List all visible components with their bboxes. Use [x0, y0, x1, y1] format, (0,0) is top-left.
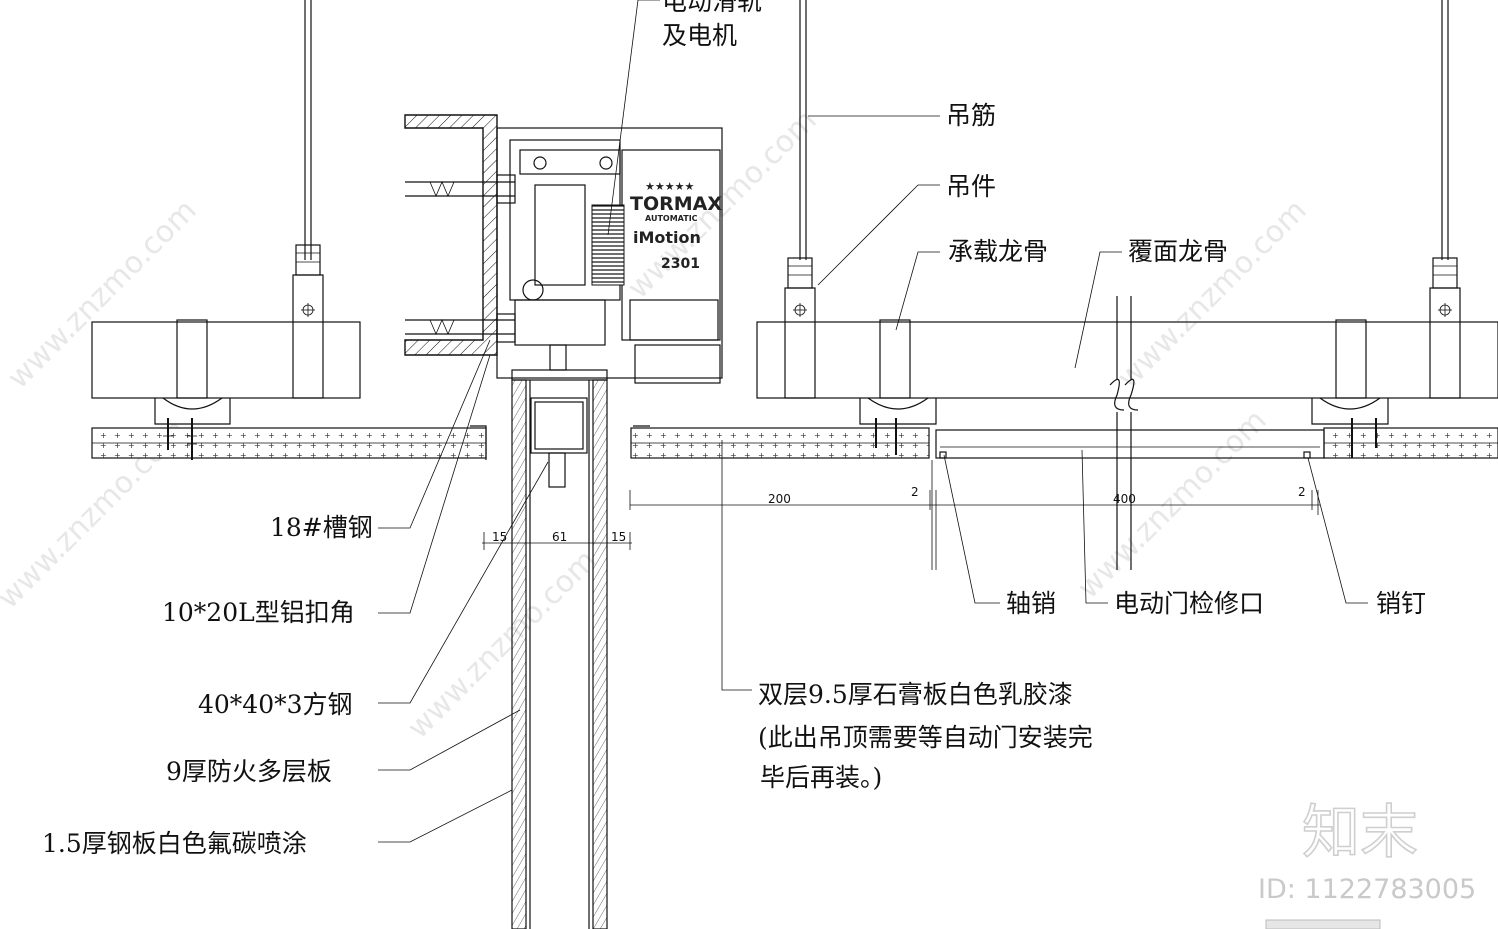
dimension-lines: 200 2 400 2 15 61 15 [482, 460, 1320, 570]
label-access-hatch: 电动门检修口 [1114, 589, 1264, 618]
label-steel-plate: 1.5厚钢板白色氟碳喷涂 [42, 829, 307, 858]
watermark-text: www.znzmo.com [1111, 193, 1314, 396]
label-hanger-rod: 吊筋 [946, 101, 996, 130]
motor-model: iMotion [633, 228, 701, 247]
label-alu-angle: 10*20L型铝扣角 [162, 598, 355, 627]
dim-400: 400 [1113, 492, 1136, 506]
site-logo: 知末 ID: 1122783005 [1258, 797, 1476, 929]
dim-2a: 2 [911, 485, 919, 499]
label-motor-rail-2: 及电机 [662, 21, 737, 50]
hanger-rods [292, 0, 1461, 399]
label-cover-runner: 覆面龙骨 [1128, 237, 1228, 266]
motor-assembly: ★★★★★ TORMAX AUTOMATIC iMotion 2301 [404, 114, 723, 384]
watermark-text: www.znzmo.com [1, 193, 204, 396]
label-main-runner: 承载龙骨 [948, 237, 1048, 266]
watermark-logo: 知末 [1302, 798, 1418, 866]
label-hanger: 吊件 [946, 172, 996, 201]
label-square-steel: 40*40*3方钢 [198, 690, 353, 719]
label-channel-steel: 18#槽钢 [270, 513, 373, 542]
dim-200: 200 [768, 492, 791, 506]
motor-stars: ★★★★★ [645, 180, 694, 193]
label-gypsum-1: 双层9.5厚石膏板白色乳胶漆 [758, 680, 1073, 709]
door-leaf [511, 369, 608, 929]
label-motor-rail-1: 电动滑轨 [662, 0, 762, 16]
label-gypsum-2: (此出吊顶需要等自动门安装完 [758, 723, 1093, 752]
watermark-text: www.znzmo.com [1071, 403, 1274, 606]
leader-lines [378, 0, 1368, 843]
dim-2b: 2 [1298, 485, 1306, 499]
watermark-id: ID: 1122783005 [1258, 874, 1476, 905]
motor-number: 2301 [661, 256, 700, 272]
annotation-labels: 电动滑轨 及电机 吊筋 吊件 承载龙骨 覆面龙骨 18#槽钢 10*20L型铝扣… [42, 0, 1426, 858]
dim-61: 61 [552, 530, 567, 544]
label-gypsum-3: 毕后再装。) [760, 763, 882, 792]
label-pivot-pin: 轴销 [1006, 589, 1056, 618]
watermark-text: www.znzmo.com [401, 543, 604, 746]
ceiling-runners [91, 296, 1498, 570]
label-fire-board: 9厚防火多层板 [166, 757, 332, 786]
motor-brand: TORMAX [630, 193, 722, 215]
motor-sub: AUTOMATIC [645, 214, 698, 223]
gypsum-board [91, 418, 1498, 460]
label-pin: 销钉 [1376, 589, 1426, 618]
dim-15b: 15 [611, 530, 626, 544]
